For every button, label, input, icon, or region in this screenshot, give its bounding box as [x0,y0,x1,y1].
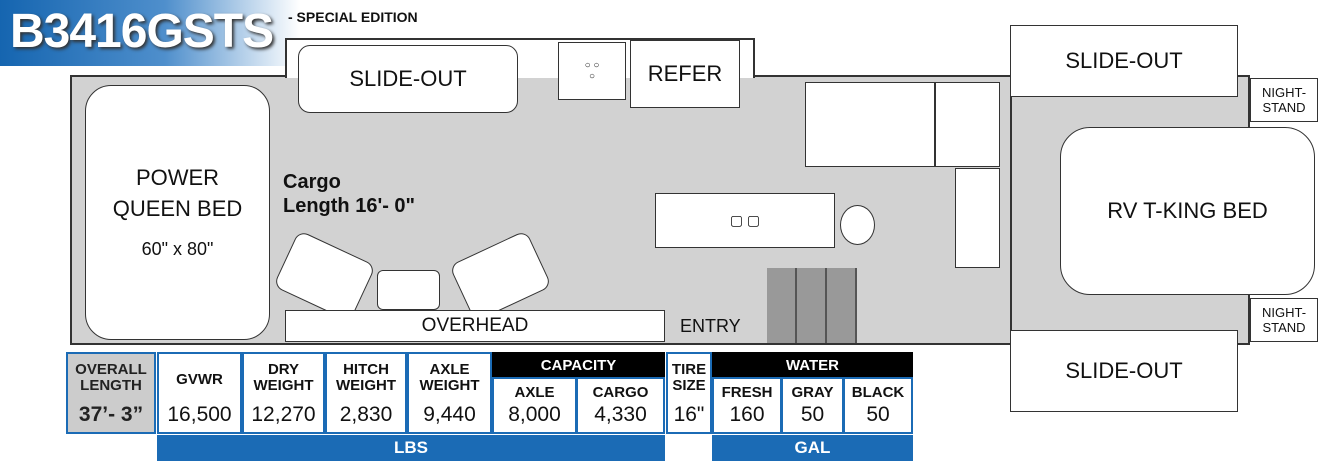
spec-value: 16" [673,402,705,426]
rv-t-king-bed: RV T-KING BED [1060,127,1315,295]
overhead-label: OVERHEAD [421,315,529,336]
spec-value: 50 [866,402,890,426]
lbs-unit-bar: LBS [157,435,665,461]
spec-value: 160 [729,402,765,426]
slide-out-front: SLIDE-OUT [298,45,518,113]
edition-label: - SPECIAL EDITION [288,9,418,25]
refer-label: REFER [647,61,723,86]
spec-label: BLACK [851,384,905,401]
spec-value: 37’- 3” [78,402,144,426]
slide-out-label: SLIDE-OUT [349,66,467,91]
cargo-line-1: Cargo [283,171,341,193]
slide-out-top-label: SLIDE-OUT [1065,48,1183,73]
nightstand-top: NIGHT-STAND [1250,78,1318,122]
water-header: WATER [712,352,913,378]
power-queen-bed: POWER QUEEN BED 60" x 80" [85,85,270,340]
overhead-cabinet: OVERHEAD [285,310,665,342]
wardrobe [935,82,1000,167]
capacity-header: CAPACITY [492,352,665,378]
slide-out-bottom-label: SLIDE-OUT [1065,358,1183,383]
kitchen-sink: ▢ ▢ [655,193,835,248]
toilet [840,205,875,245]
spec-value: 4,330 [594,402,647,426]
cargo-line-2: Length 16'- 0" [283,195,416,217]
burner-icon: ○ ○○ [584,60,600,82]
slide-out-bottom: SLIDE-OUT [1010,330,1238,412]
nightstand-label: NIGHT- [1261,85,1307,100]
spec-gvwr: GVWR 16,500 [157,352,242,434]
slide-out-top: SLIDE-OUT [1010,25,1238,97]
spec-label: GVWR [176,371,223,388]
model-name: B3416GSTS [10,5,274,58]
gal-unit-bar: GAL [712,435,913,461]
spec-label: FRESH [721,384,773,401]
model-title-banner: B3416GSTS [0,0,300,66]
ottoman [377,270,440,310]
bed-size: 60" x 80" [141,238,214,259]
bed-label-2: QUEEN BED [112,195,243,221]
nightstand-bottom: NIGHT-STAND [1250,298,1318,342]
spec-value: 8,000 [508,402,561,426]
stove: ○ ○○ [558,42,626,100]
spec-value: 16,500 [167,402,232,426]
sink-icon: ▢ ▢ [729,212,761,228]
nightstand-label: STAND [1262,100,1306,115]
entry-steps[interactable] [767,268,857,343]
spec-value: 9,440 [423,402,476,426]
shower [805,82,935,167]
nightstand-label: NIGHT- [1261,305,1307,320]
bathroom-vanity [955,168,1000,268]
spec-label: AXLE [514,384,555,401]
refrigerator: REFER [630,40,740,108]
spec-value: 2,830 [339,402,393,426]
spec-label: CARGO [592,384,649,401]
rear-bed-label: RV T-KING BED [1107,198,1268,223]
spec-value: 50 [800,402,825,426]
spec-value: 12,270 [251,402,316,426]
spec-label: GRAY [791,384,834,401]
entry-label[interactable]: ENTRY [680,316,741,336]
bed-label-1: POWER [135,165,220,191]
cargo-label: Cargo Length 16'- 0" [283,170,415,218]
nightstand-label: STAND [1262,320,1306,335]
